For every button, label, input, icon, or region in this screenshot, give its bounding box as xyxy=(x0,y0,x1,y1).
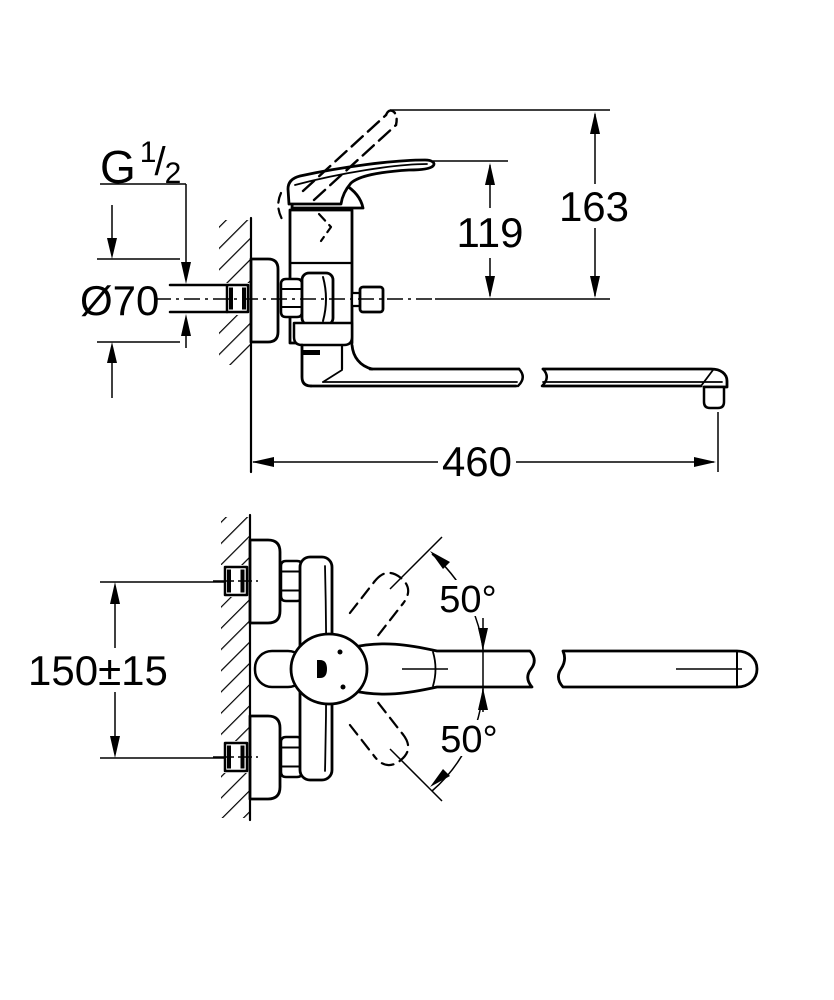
arrow-left-icon xyxy=(252,457,274,467)
cartridge-dome-plan xyxy=(289,632,437,706)
dim-spout-reach: 460 xyxy=(252,412,719,485)
arrow-down-icon xyxy=(107,238,117,259)
dim-lever-height: 119 xyxy=(433,160,524,298)
arrow-up-icon xyxy=(110,582,120,604)
thread-mark-icon xyxy=(227,569,231,593)
side-elevation-view: G1/2 Ø70 163 119 xyxy=(80,109,729,485)
lever-mark-icon xyxy=(317,660,327,678)
spout-side xyxy=(309,367,729,410)
thread-mark-icon xyxy=(227,745,231,769)
escutcheon-plan-bottom xyxy=(223,714,304,801)
dim-label-total-height: 163 xyxy=(559,183,629,230)
thread-mark-icon xyxy=(229,287,233,310)
arrow-up-icon xyxy=(181,314,191,336)
dim-label-swivel-upper: 50° xyxy=(439,579,496,621)
break-line-icon xyxy=(516,367,524,388)
dim-label-connection-spacing: 150±15 xyxy=(28,647,168,694)
spout-swivel-up-dashed xyxy=(348,571,410,637)
wall-hatch-icon xyxy=(219,216,253,474)
arrow-down-icon xyxy=(485,276,495,298)
spout-holder xyxy=(292,321,374,388)
arrow-icon xyxy=(430,769,450,787)
arrow-down-icon xyxy=(181,262,191,284)
dot-icon xyxy=(340,684,346,690)
dim-label-lever-height: 119 xyxy=(457,209,524,256)
wall-hatch-icon xyxy=(221,513,252,822)
dim-escutcheon-diameter: Ø70 xyxy=(80,205,180,398)
arrow-down-icon xyxy=(110,736,120,758)
break-line-icon xyxy=(540,367,548,388)
dim-swivel-upper: 50° xyxy=(389,536,502,712)
hex-union-nut xyxy=(279,277,304,319)
arrow-down-icon xyxy=(478,628,488,650)
dot-icon xyxy=(337,649,343,655)
arrow-down-icon xyxy=(590,276,600,298)
arrow-up-icon xyxy=(590,112,600,134)
aerator xyxy=(702,385,726,410)
lever-handle xyxy=(286,158,436,206)
dim-label-spout-reach: 460 xyxy=(442,438,512,485)
plan-view: 50° 50° 150±15 xyxy=(28,513,759,822)
centerlines-plan xyxy=(213,580,742,758)
spout-swivel-down-dashed xyxy=(348,701,410,767)
dim-total-height: 163 xyxy=(390,109,629,298)
dim-label-diameter: Ø70 xyxy=(80,277,159,324)
arrow-icon xyxy=(430,551,450,569)
lever-raised-dashed xyxy=(277,109,398,243)
arrow-up-icon xyxy=(107,342,117,363)
dim-connection-spacing: 150±15 xyxy=(28,581,226,759)
arrow-up-icon xyxy=(478,688,488,710)
arrow-up-icon xyxy=(485,163,495,185)
arrow-right-icon xyxy=(694,457,716,467)
dim-label-swivel-lower: 50° xyxy=(440,719,497,761)
dim-swivel-lower: 50° xyxy=(389,688,504,802)
